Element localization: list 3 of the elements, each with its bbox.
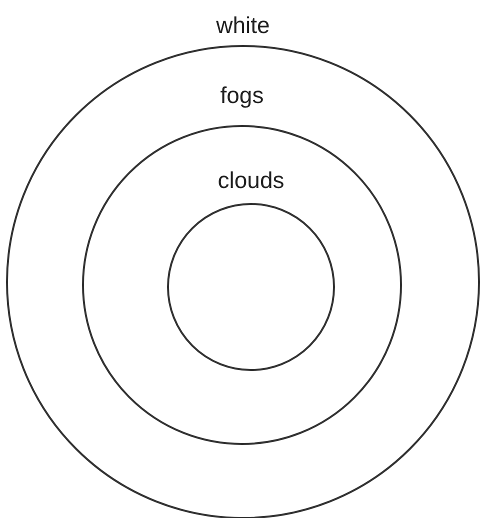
circle-label: white — [216, 11, 270, 39]
circle-label: fogs — [220, 81, 264, 109]
circle-label: clouds — [218, 166, 284, 194]
